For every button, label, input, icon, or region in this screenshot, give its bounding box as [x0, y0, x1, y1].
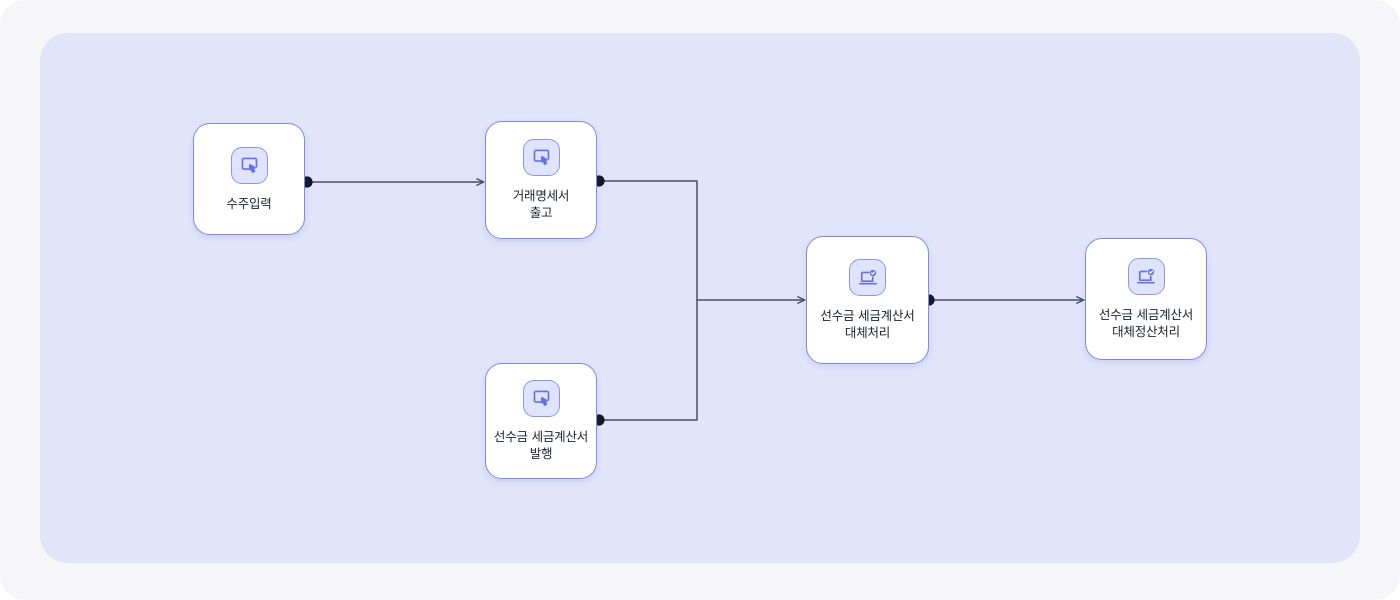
flow-node-선수금세금계산서발행[interactable]: 선수금 세금계산서 발행: [485, 363, 597, 479]
flow-node-선수금세금계산서대체정산처리[interactable]: 선수금 세금계산서 대체정산처리: [1085, 238, 1207, 360]
flow-node-label: 선수금 세금계산서 대체정산처리: [1098, 307, 1194, 339]
laptop-check-icon: [849, 259, 886, 296]
tap-screen-icon: [230, 146, 268, 184]
flow-node-label: 선수금 세금계산서 대체처리: [820, 308, 915, 340]
laptop-check-icon: [1127, 258, 1165, 295]
flow-node-label: 수주입력: [226, 195, 272, 211]
flow-node-label: 거래명세서 출고: [512, 188, 570, 220]
flow-node-수주입력[interactable]: 수주입력: [193, 123, 305, 235]
flow-node-label: 선수금 세금계산서 발행: [493, 429, 589, 461]
tap-screen-icon: [522, 139, 560, 176]
flow-node-선수금세금계산서대체처리[interactable]: 선수금 세금계산서 대체처리: [806, 236, 929, 364]
tap-screen-icon: [522, 380, 560, 417]
flow-node-거래명세서출고[interactable]: 거래명세서 출고: [485, 121, 597, 239]
